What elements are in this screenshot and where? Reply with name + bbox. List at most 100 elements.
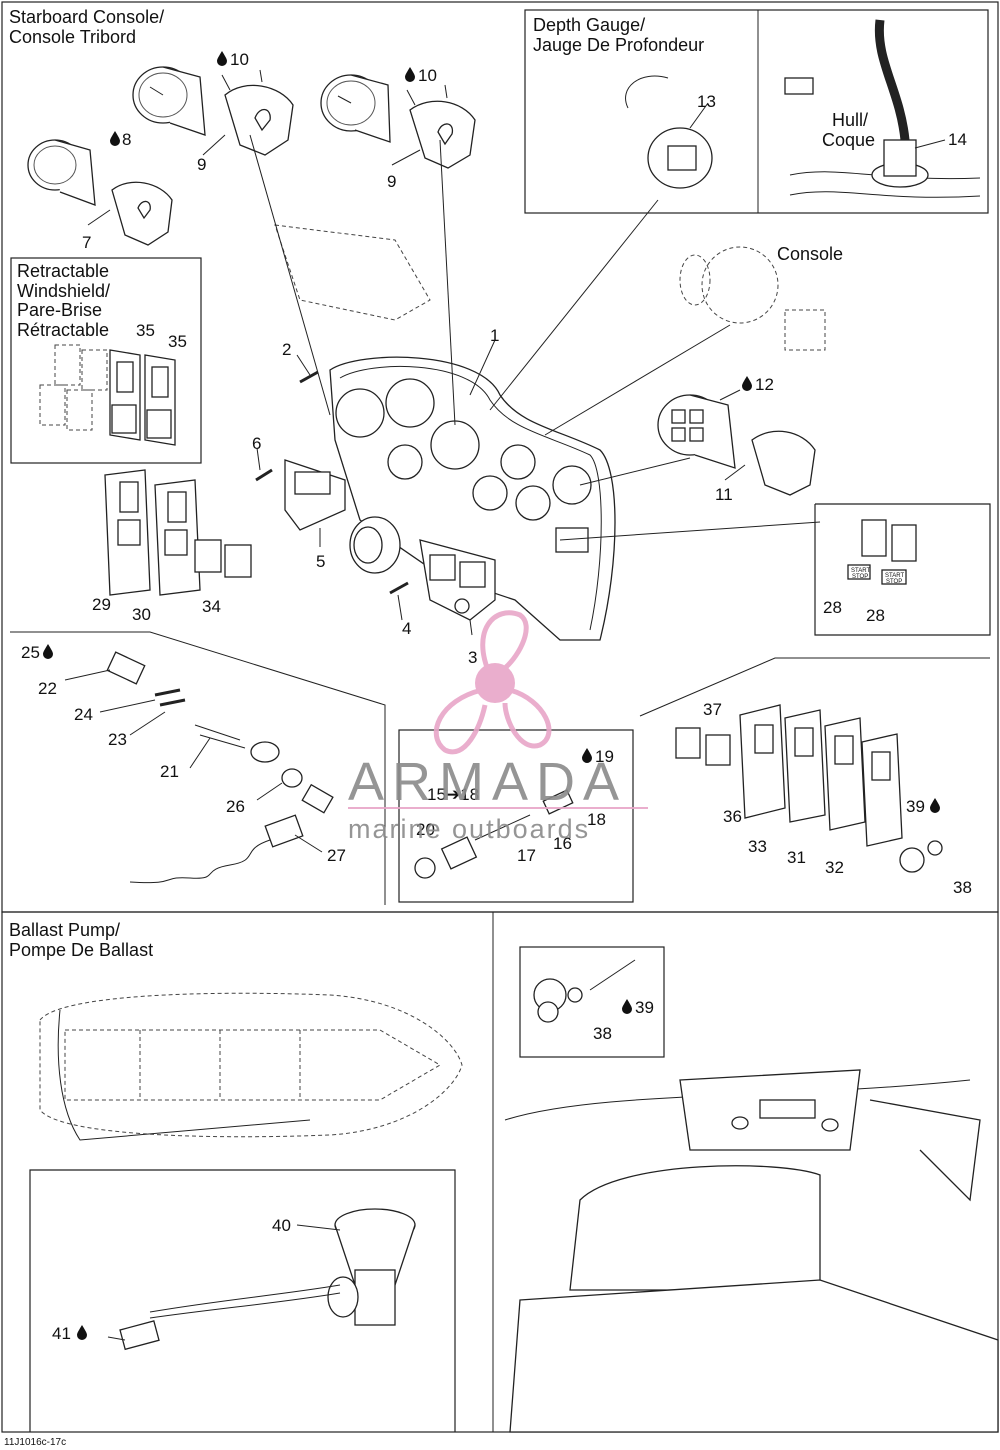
callout-22: 22 [38, 679, 57, 698]
start-label-b: START [885, 573, 904, 579]
console-cover-dashed [274, 224, 826, 351]
callout-40: 40 [272, 1216, 291, 1235]
callout-9b: 9 [387, 172, 396, 191]
watermark-brand: ARMADA [348, 752, 627, 812]
watermark-tagline: marine outboards [348, 814, 590, 844]
callout-38b: 38 [593, 1024, 612, 1043]
hull-label-line2: Coque [822, 130, 875, 150]
stop-label-b: STOP [886, 579, 902, 585]
callout-16: 16 [553, 834, 572, 853]
callout-2: 2 [282, 340, 291, 359]
start-switch-panel [814, 503, 991, 636]
leader-lines [64, 102, 946, 1341]
callout-5: 5 [316, 552, 325, 571]
ballast-pump-title-line2: Pompe De Ballast [9, 940, 153, 960]
windshield-panel [10, 257, 202, 464]
callout-39a: 39 [906, 797, 925, 816]
callout-36: 36 [723, 807, 742, 826]
gauge-bracket-9a [221, 69, 294, 156]
trim-gauge [657, 394, 736, 469]
callout-10b: 10 [418, 66, 437, 85]
starboard-console-title-line1: Starboard Console/ [9, 7, 164, 27]
boat-hull [39, 992, 463, 1141]
callout-13: 13 [697, 92, 716, 111]
callout-6: 6 [252, 434, 261, 453]
pump-detail-panel [29, 1169, 456, 1432]
callout-12: 12 [755, 375, 774, 394]
windshield-title-line1: Retractable [17, 261, 109, 281]
callout-11: 11 [715, 485, 733, 504]
callout-38a: 38 [953, 878, 972, 897]
starboard-console-title-line2: Console Tribord [9, 27, 136, 47]
callout-21: 21 [160, 762, 179, 781]
callout-4: 4 [402, 619, 411, 638]
callout-23: 23 [108, 730, 127, 749]
callout-29: 29 [92, 595, 111, 614]
start-label-a: START [851, 568, 870, 574]
callout-18: 18 [587, 810, 606, 829]
socket-38-39-detail [533, 959, 636, 1023]
gauge-bracket-7 [111, 181, 173, 246]
callout-9a: 9 [197, 155, 206, 174]
start-stop-switches: START STOP START STOP [847, 519, 917, 585]
armada-watermark: ARMADA marine outboards [348, 610, 648, 844]
callout-26: 26 [226, 797, 245, 816]
ballast-pump [119, 1208, 416, 1351]
ballast-pump-title-line1: Ballast Pump/ [9, 920, 120, 940]
switch-caps-34 [194, 539, 252, 578]
callout-32: 32 [825, 858, 844, 877]
callout-1: 1 [490, 326, 499, 345]
callout-25: 25 [21, 643, 40, 662]
callout-19: 19 [595, 747, 614, 766]
socket-detail-panel [519, 946, 665, 1058]
callout-28a: 28 [823, 598, 842, 617]
hull-transducer [784, 19, 981, 198]
switch-plate-3 [419, 539, 496, 621]
switch-bank-right [675, 704, 943, 873]
console-label: Console [777, 244, 843, 264]
callout-14: 14 [948, 130, 967, 149]
callout-27: 27 [327, 846, 346, 865]
callout-17: 17 [517, 846, 536, 865]
panel-titles: Starboard Console/ Console Tribord Depth… [9, 7, 875, 960]
windshield-title-line3: Pare-Brise [17, 300, 102, 320]
windshield-switches [39, 344, 176, 446]
windshield-title-line2: Windshield/ [17, 281, 110, 301]
callout-41: 41 [52, 1324, 71, 1343]
hull-label-line1: Hull/ [832, 110, 868, 130]
seat-sketch [504, 1069, 999, 1433]
callout-20: 20 [416, 820, 435, 839]
callout-28b: 28 [866, 606, 885, 625]
depth-gauge-title-line2: Jauge De Profondeur [533, 35, 704, 55]
tachometer-gauge [132, 66, 206, 136]
gauge-bracket-9b [406, 84, 476, 169]
callout-8: 8 [122, 130, 131, 149]
callout-3: 3 [468, 648, 477, 667]
screw-2 [299, 370, 319, 384]
rocker-switches-29-30 [104, 469, 201, 596]
speedometer-gauge [320, 74, 391, 143]
stop-label-a: STOP [852, 574, 868, 580]
depth-gauge-title-line1: Depth Gauge/ [533, 15, 645, 35]
fuel-gauge [27, 139, 96, 206]
callout-33: 33 [748, 837, 767, 856]
screw-4 [389, 581, 409, 595]
dash-panel [329, 356, 616, 641]
depth-gauge-unit [625, 75, 713, 189]
callout-35a: 35 [136, 321, 155, 340]
callout-30: 30 [132, 605, 151, 624]
gauge-bracket-11 [751, 430, 816, 496]
callout-39b: 39 [635, 998, 654, 1017]
diagram-code: 11J1016c-17c [4, 1437, 66, 1448]
windshield-title-line4: Rétractable [17, 320, 109, 340]
callout-24: 24 [74, 705, 93, 724]
callout-35b: 35 [168, 332, 187, 351]
callout-15-18: 15➔18 [427, 785, 479, 804]
callout-31: 31 [787, 848, 806, 867]
center-boss [349, 516, 401, 574]
callout-34: 34 [202, 597, 221, 616]
callout-37: 37 [703, 700, 722, 719]
callout-numbers: 1 2 3 4 5 6 7 8 9 9 10 10 11 12 13 14 15… [21, 50, 972, 1343]
